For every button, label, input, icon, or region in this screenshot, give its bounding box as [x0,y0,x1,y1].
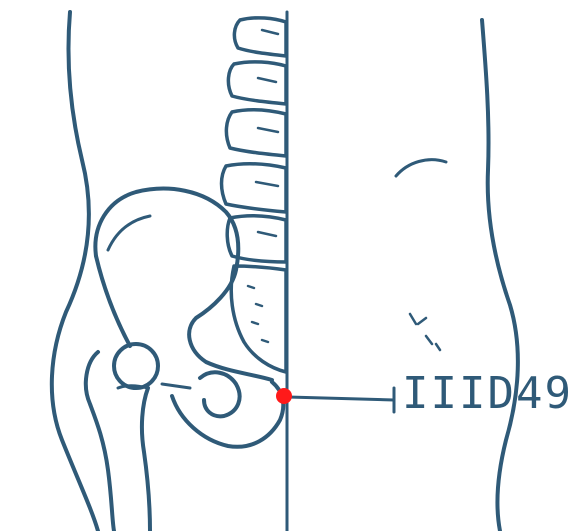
pubic-ramus [200,372,240,416]
femur [86,344,190,531]
lumbar-spine [222,18,287,372]
right-body-contour [482,20,518,531]
left-body-contour [52,12,98,531]
texture-mark [410,314,440,350]
femoral-head [114,344,158,388]
vertebra [222,164,287,212]
ilium-inner-edge [108,216,150,250]
ilium-lower-edge [96,256,130,346]
femoral-shaft [142,388,150,531]
vertebra [234,18,286,56]
vertebra [228,62,286,104]
sacral-foramina [248,286,268,342]
acupoint-label: IIID49 [402,372,573,416]
label-leader-line [288,397,394,400]
skin-fold-mark [396,160,446,176]
sacrum [231,266,286,372]
acupoint-marker [276,388,292,404]
